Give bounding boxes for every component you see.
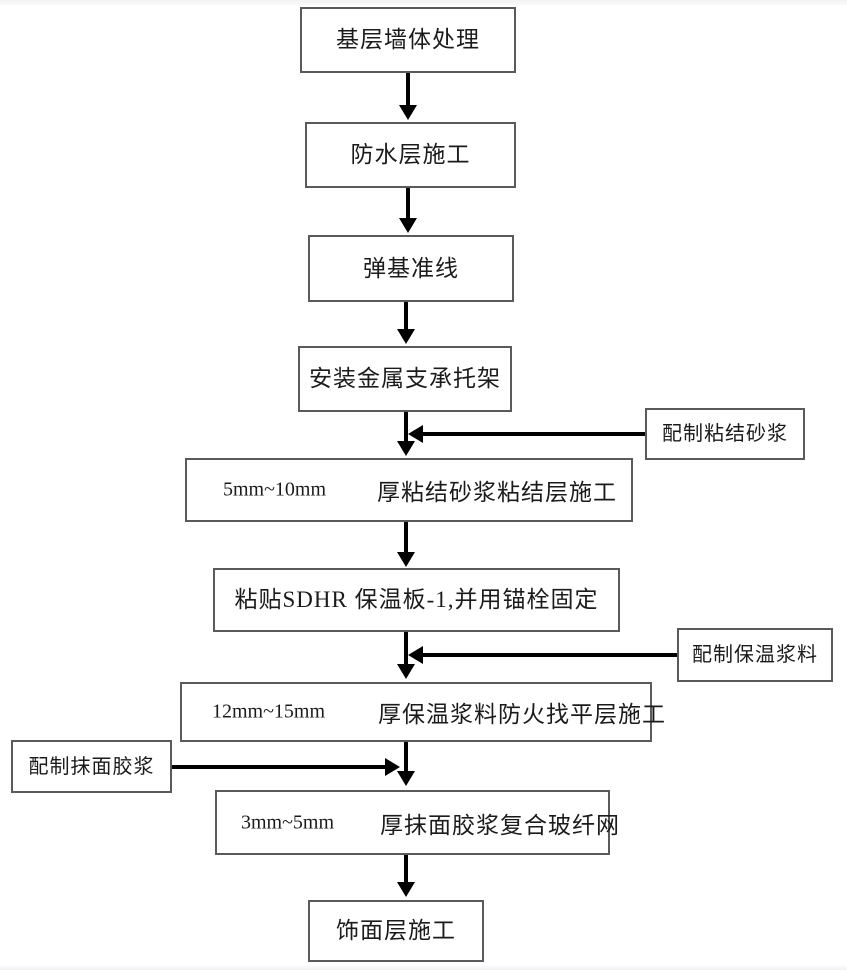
- node-label: 配制抹面胶浆: [28, 755, 155, 778]
- arrowhead-n8-n9: [397, 882, 415, 897]
- arrowhead-n1-n2: [399, 105, 417, 120]
- node-finish-layer-construction[interactable]: 饰面层施工: [308, 900, 484, 962]
- node-insulation-slurry-fireproof-leveling-layer[interactable]: 12mm~15mm 厚保温浆料防火找平层施工: [180, 682, 665, 742]
- connector-n1-n2: [406, 73, 410, 106]
- node-label: 厚粘结砂浆粘结层施工: [377, 480, 617, 505]
- arrowhead-s1-n5: [408, 425, 423, 443]
- node-snap-reference-line[interactable]: 弹基准线: [308, 235, 514, 302]
- node-plaster-mortar-fiberglass-mesh[interactable]: 3mm~5mm 厚抹面胶浆复合玻纤网: [215, 790, 619, 855]
- arrowhead-s3-n8: [385, 758, 400, 776]
- node-bonding-mortar-layer-construction[interactable]: 5mm~10mm 厚粘结砂浆粘结层施工: [185, 458, 633, 522]
- node-label: 防水层施工: [350, 142, 471, 168]
- arrowhead-n3-n4: [397, 329, 415, 344]
- connector-s1-n5: [423, 432, 645, 436]
- connector-n6-n7: [404, 632, 408, 665]
- scan-artifact-bottom: [0, 966, 847, 970]
- node-thickness-value: 5mm~10mm: [223, 478, 327, 501]
- arrowhead-n5-n6: [397, 552, 415, 567]
- connector-n8-n9: [404, 855, 408, 883]
- connector-n3-n4: [404, 302, 408, 330]
- connector-n2-n3: [406, 188, 410, 219]
- node-paste-sdhr-insulation-board[interactable]: 粘贴SDHR 保温板-1,并用锚栓固定: [213, 568, 620, 632]
- node-install-metal-support-bracket[interactable]: 安装金属支承托架: [298, 346, 512, 412]
- connector-n5-n6: [404, 522, 408, 553]
- node-waterproof-layer-construction[interactable]: 防水层施工: [305, 122, 516, 188]
- node-label: 厚保温浆料防火找平层施工: [378, 702, 666, 727]
- node-thickness-value: 3mm~5mm: [241, 811, 335, 833]
- arrowhead-n2-n3: [399, 218, 417, 233]
- node-prepare-bonding-mortar[interactable]: 配制粘结砂浆: [645, 408, 805, 460]
- node-label: 基层墙体处理: [336, 27, 480, 53]
- connector-n4-n5: [404, 412, 408, 442]
- connector-s2-n7: [423, 653, 677, 657]
- arrowhead-n6-n7: [397, 664, 415, 679]
- node-label: 厚抹面胶浆复合玻纤网: [380, 812, 620, 838]
- node-label: 弹基准线: [363, 255, 459, 281]
- node-label: 粘贴SDHR 保温板-1,并用锚栓固定: [234, 587, 599, 613]
- connector-s3-n8: [172, 765, 385, 769]
- arrowhead-s2-n7: [408, 646, 423, 664]
- connector-n7-n8: [404, 742, 408, 772]
- node-label: 安装金属支承托架: [309, 366, 501, 392]
- arrowhead-n4-n5: [397, 441, 415, 456]
- node-label: 配制保温浆料: [692, 644, 818, 666]
- node-base-wall-treatment[interactable]: 基层墙体处理: [300, 7, 516, 73]
- node-prepare-plaster-mortar[interactable]: 配制抹面胶浆: [11, 740, 172, 793]
- node-label: 配制粘结砂浆: [662, 423, 788, 445]
- arrowhead-n7-n8: [397, 771, 415, 786]
- node-prepare-insulation-slurry[interactable]: 配制保温浆料: [677, 628, 833, 682]
- node-thickness-value: 12mm~15mm: [212, 700, 326, 723]
- scan-artifact-top: [0, 0, 847, 5]
- node-label: 饰面层施工: [336, 918, 456, 944]
